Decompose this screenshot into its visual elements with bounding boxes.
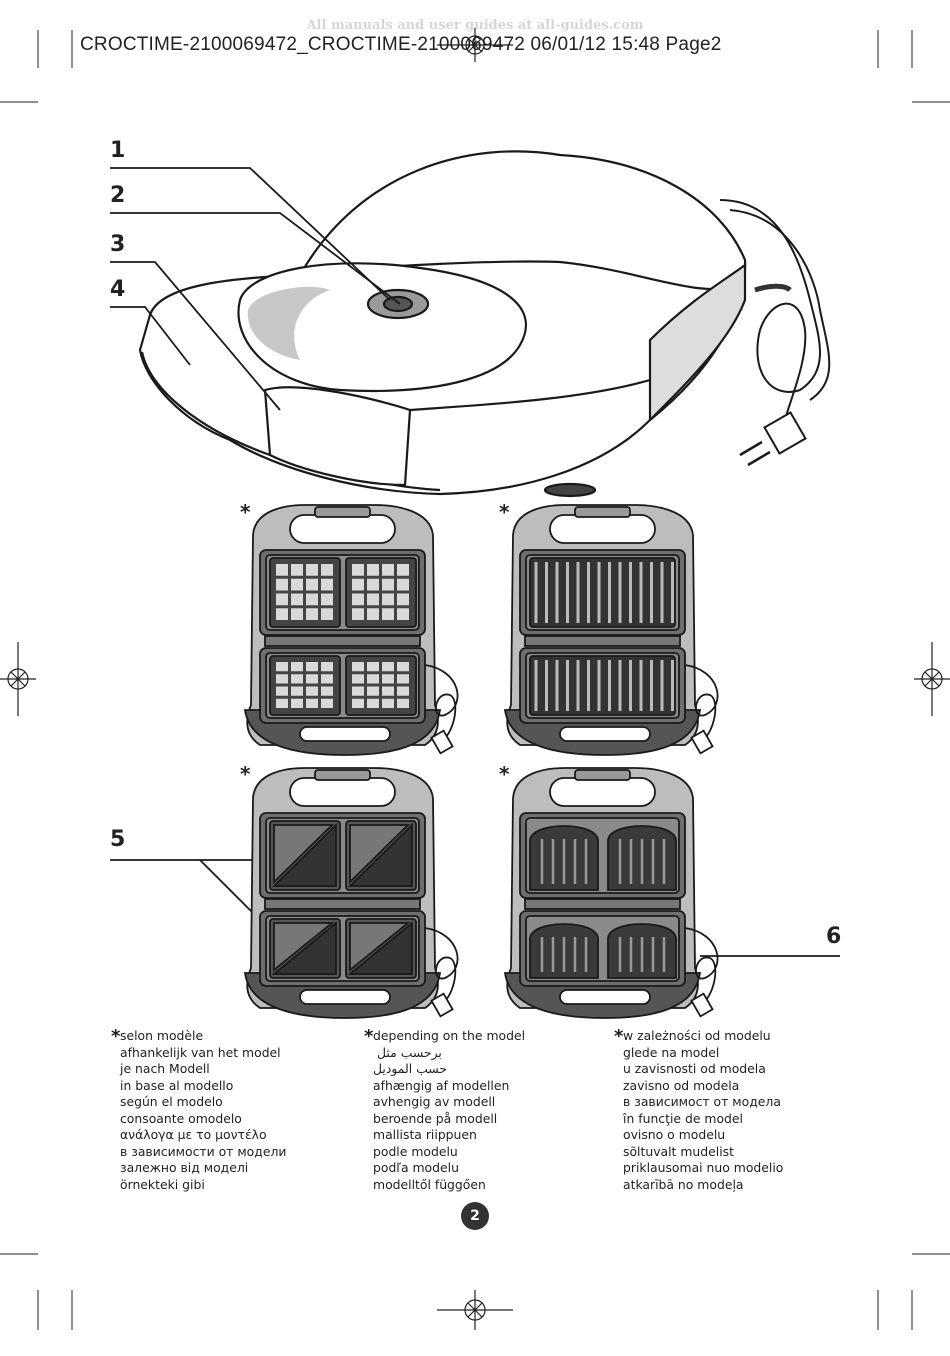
- croque-plate-model: [503, 767, 719, 1019]
- registration-target-right: [914, 642, 950, 716]
- grill-plate-model: [503, 504, 719, 756]
- note-line: podľa modelu: [373, 1160, 459, 1175]
- registration-target-top: [437, 28, 513, 62]
- registration-target-left: [0, 642, 36, 716]
- power-cord: [719, 199, 831, 467]
- note-line: залежно від моделі: [120, 1160, 249, 1175]
- note-line: برحسب مثل: [377, 1044, 442, 1060]
- note-line: in base al modello: [120, 1077, 234, 1093]
- note-line: w zależności od modelu: [623, 1028, 771, 1043]
- note-line: beroende på modell: [373, 1110, 498, 1126]
- note-line: ανάλογα με το μοντέλο: [120, 1127, 267, 1142]
- note-line: ovisno o modelu: [623, 1127, 726, 1142]
- note-line: según el modelo: [120, 1094, 223, 1109]
- model-marker-sandwich: *: [240, 762, 251, 786]
- callout-3: 3: [110, 232, 126, 257]
- note-line: mallista riippuen: [373, 1127, 477, 1142]
- callout-1: 1: [110, 138, 126, 163]
- page-number-badge: 2: [461, 1202, 489, 1230]
- note-asterisk: *: [614, 1026, 624, 1047]
- model-marker-croque: *: [499, 762, 510, 786]
- model-marker-waffle: *: [240, 500, 251, 524]
- note-line: consoante omodelo: [120, 1110, 242, 1126]
- model-note-right: * w zależności od modelu glede na model …: [614, 1026, 863, 1193]
- note-line: depending on the model: [373, 1028, 526, 1043]
- note-line: u zavisnosti od modela: [623, 1061, 766, 1076]
- note-line: podle modelu: [373, 1143, 458, 1159]
- note-line: în funcţie de model: [623, 1110, 743, 1126]
- note-line: je nach Modell: [120, 1061, 210, 1076]
- callout-4: 4: [110, 277, 126, 302]
- sandwich-plate-model: [243, 767, 459, 1019]
- model-note-left: * selon modèle afhankelijk van het model…: [111, 1026, 360, 1193]
- note-asterisk: *: [111, 1026, 121, 1047]
- note-line: в зависимост от модела: [623, 1094, 781, 1109]
- note-line: afhankelijk van het model: [120, 1044, 281, 1060]
- note-asterisk: *: [364, 1026, 374, 1047]
- model-note-middle: * depending on the model برحسب مثل حسب ا…: [364, 1026, 613, 1193]
- note-line: avhengig av modell: [373, 1094, 496, 1109]
- watermark-text: All manuals and user guides at all-guide…: [306, 18, 644, 33]
- note-line: atkarībā no modeļa: [623, 1176, 744, 1192]
- note-line: afhængig af modellen: [373, 1077, 510, 1093]
- note-line: modelltől függően: [373, 1176, 486, 1192]
- note-line: glede na model: [623, 1044, 720, 1060]
- closed-sandwich-maker: [138, 150, 747, 498]
- note-line: selon modèle: [120, 1028, 204, 1043]
- note-line: zavisno od modela: [623, 1077, 740, 1093]
- model-marker-grill: *: [499, 500, 510, 524]
- open-appliance-variants: [243, 504, 719, 1019]
- callout-2: 2: [110, 183, 126, 208]
- waffle-plate-model: [243, 504, 459, 756]
- crop-marks: [0, 30, 950, 1330]
- print-header: CROCTIME-2100069472_CROCTIME-2100069472 …: [80, 34, 722, 55]
- note-line: sõltuvalt mudelist: [623, 1143, 734, 1159]
- note-line: priklausomai nuo modelio: [623, 1160, 784, 1175]
- note-line: حسب الموديل: [373, 1061, 447, 1076]
- note-line: в зависимости от модели: [120, 1143, 287, 1159]
- callout-6: 6: [826, 924, 842, 949]
- registration-target-bottom: [437, 1290, 513, 1330]
- note-line: örnekteki gibi: [120, 1176, 205, 1192]
- callout-5: 5: [110, 827, 126, 852]
